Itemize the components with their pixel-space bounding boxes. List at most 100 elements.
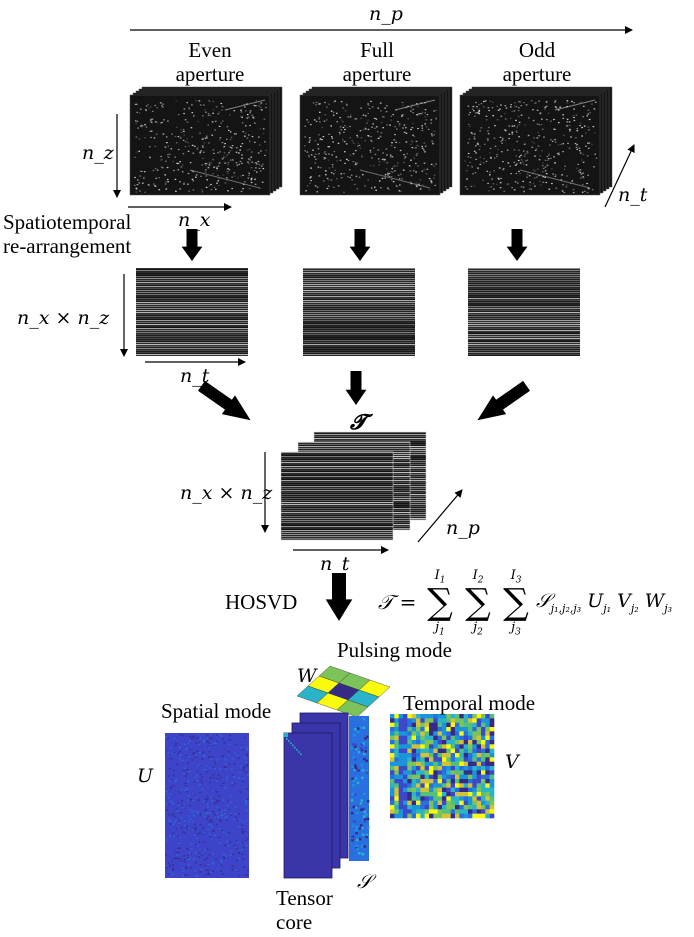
u-pixel — [242, 786, 245, 789]
u-pixel — [231, 868, 234, 870]
u-pixel — [177, 835, 180, 837]
speckle-dot — [153, 137, 156, 139]
u-pixel — [246, 874, 249, 876]
speckle-dot — [423, 149, 425, 151]
core-pixel — [362, 742, 365, 745]
u-pixel — [187, 799, 190, 801]
v-cell — [390, 779, 395, 784]
speckle-dot — [530, 100, 533, 102]
speckle-dot — [582, 172, 584, 174]
u-pixel — [221, 814, 223, 816]
speckle-dot — [392, 181, 395, 183]
speckle-dot — [370, 136, 372, 138]
casorati-even — [136, 268, 248, 356]
speckle-dot — [165, 188, 168, 190]
speckle-dot — [255, 167, 257, 169]
speckle-dot — [330, 172, 333, 174]
v-cell — [411, 718, 417, 723]
v-cell — [403, 753, 408, 758]
v-cell — [407, 770, 412, 775]
speckle-dot — [193, 115, 195, 117]
speckle-dot — [349, 137, 352, 139]
u-pixel — [224, 757, 227, 759]
speckle-dot — [530, 188, 532, 190]
v-cell — [407, 727, 412, 732]
u-pixel — [211, 870, 214, 872]
speckle-dot — [496, 183, 498, 185]
speckle-dot — [499, 187, 502, 189]
sum-1-sigma: ∑ — [427, 581, 453, 623]
casorati-row — [136, 352, 248, 354]
u-pixel — [169, 793, 172, 795]
v-cell — [407, 800, 412, 806]
speckle-dot — [569, 128, 571, 130]
u-pixel — [245, 820, 248, 822]
speckle-dot — [560, 179, 563, 181]
speckle-dot — [241, 154, 243, 156]
u-pixel — [191, 759, 194, 761]
speckle-dot — [513, 105, 516, 107]
reflector-line — [359, 169, 431, 189]
v-cell — [403, 727, 408, 732]
core-pixel — [361, 769, 365, 772]
tensor-symbol-text: 𝓣 — [350, 410, 367, 434]
casorati-row — [303, 288, 415, 290]
core-pixel — [360, 847, 363, 851]
speckle-dot — [318, 116, 321, 118]
u-pixel — [191, 821, 194, 823]
speckle-dot — [191, 144, 194, 146]
v-cell — [390, 796, 395, 801]
speckle-dot — [356, 162, 359, 164]
speckle-dot — [188, 108, 191, 110]
u-pixel — [186, 874, 189, 876]
speckle-dot — [260, 109, 262, 111]
v-cell — [489, 787, 495, 793]
speckle-dot — [139, 175, 142, 177]
speckle-dot — [504, 105, 507, 107]
v-cell — [476, 809, 482, 814]
speckle-dot — [305, 190, 307, 192]
v-cell — [463, 766, 469, 771]
u-pixel — [194, 827, 197, 829]
speckle-dot — [314, 162, 317, 164]
v-cell — [450, 744, 456, 749]
u-pixel — [222, 782, 225, 784]
speckle-dot — [503, 190, 506, 192]
v-cell — [455, 748, 460, 754]
speckle-dot — [489, 147, 492, 150]
speckle-dot — [426, 168, 429, 170]
u-pixel — [191, 811, 194, 814]
reflector-line — [394, 99, 436, 111]
v-cell — [411, 774, 417, 780]
u-pixel — [237, 857, 240, 859]
v-cell — [455, 740, 460, 745]
v-cell — [416, 809, 421, 814]
speckle-dot — [358, 144, 361, 146]
u-pixel — [195, 742, 198, 744]
u-pixel — [169, 800, 172, 802]
u-pixel — [242, 769, 245, 771]
u-pixel — [197, 799, 200, 801]
v-cell — [403, 714, 408, 719]
v-cell — [446, 766, 451, 771]
speckle-dot — [150, 121, 153, 123]
speckle-dot — [162, 133, 165, 135]
v-cell — [437, 731, 443, 736]
speckle-dot — [158, 177, 160, 179]
v-cell — [489, 813, 495, 819]
v-cell — [411, 783, 417, 788]
speckle-dot — [392, 114, 394, 116]
v-cell — [459, 731, 464, 736]
u-pixel — [212, 830, 215, 832]
speckle-dot — [467, 152, 470, 155]
speckle-dot — [135, 188, 138, 190]
speckle-dot — [373, 147, 375, 149]
speckle-dot — [558, 154, 560, 156]
core-pixel — [355, 776, 358, 780]
u-pixel — [229, 794, 232, 797]
v-cell — [424, 783, 430, 788]
speckle-dot — [541, 128, 544, 130]
v-cell — [424, 787, 430, 793]
core-pixel — [351, 834, 354, 838]
u-pixel — [201, 776, 204, 778]
